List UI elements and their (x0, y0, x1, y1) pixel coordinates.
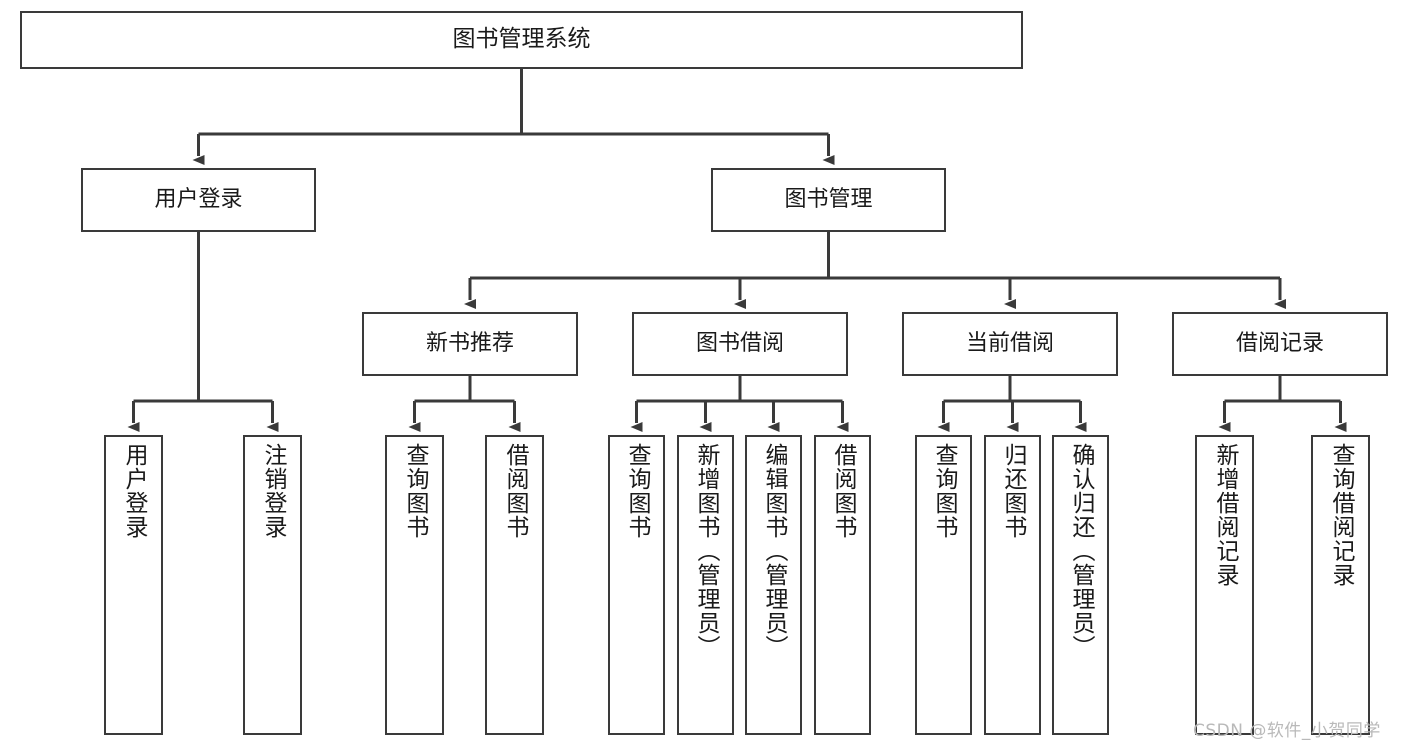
node-new-book-recommend[interactable]: 新书推荐 (362, 312, 578, 376)
node-book-borrow[interactable]: 图书借阅 (632, 312, 848, 376)
node-leaf-query-book-1[interactable]: 查询图书 (385, 435, 444, 735)
node-new-book-recommend-label: 新书推荐 (425, 331, 514, 357)
watermark: CSDN @软件_小贺同学 (1193, 721, 1381, 741)
node-leaf-add-book[interactable]: 新增图书（管理员） (677, 435, 734, 735)
node-book-management[interactable]: 图书管理 (711, 168, 946, 232)
node-leaf-edit-book[interactable]: 编辑图书（管理员） (745, 435, 802, 735)
node-leaf-add-record[interactable]: 新增借阅记录 (1195, 435, 1254, 735)
node-root[interactable]: 图书管理系统 (20, 11, 1023, 69)
node-user-login-label: 用户登录 (154, 187, 243, 213)
node-leaf-return-book[interactable]: 归还图书 (984, 435, 1041, 735)
node-leaf-borrow-book-1-label: 借阅图书 (502, 443, 528, 539)
node-leaf-borrow-book-1[interactable]: 借阅图书 (485, 435, 544, 735)
node-current-borrow-label: 当前借阅 (965, 331, 1054, 357)
node-leaf-user-login[interactable]: 用户登录 (104, 435, 163, 735)
node-leaf-query-book-3[interactable]: 查询图书 (915, 435, 972, 735)
node-leaf-logout[interactable]: 注销登录 (243, 435, 302, 735)
node-book-management-label: 图书管理 (784, 187, 873, 213)
node-leaf-add-book-label: 新增图书（管理员） (693, 443, 719, 659)
node-leaf-query-record-label: 查询借阅记录 (1328, 443, 1354, 587)
node-leaf-edit-book-label: 编辑图书（管理员） (761, 443, 787, 659)
node-book-borrow-label: 图书借阅 (695, 331, 784, 357)
node-leaf-logout-label: 注销登录 (260, 443, 286, 539)
node-leaf-query-book-2-label: 查询图书 (624, 443, 650, 539)
node-borrow-record[interactable]: 借阅记录 (1172, 312, 1388, 376)
node-leaf-borrow-book-2-label: 借阅图书 (830, 443, 856, 539)
node-leaf-query-book-3-label: 查询图书 (931, 443, 957, 539)
node-leaf-confirm-return-label: 确认归还（管理员） (1068, 443, 1094, 659)
node-current-borrow[interactable]: 当前借阅 (902, 312, 1118, 376)
node-leaf-query-book-2[interactable]: 查询图书 (608, 435, 665, 735)
node-leaf-borrow-book-2[interactable]: 借阅图书 (814, 435, 871, 735)
node-leaf-add-record-label: 新增借阅记录 (1212, 443, 1238, 587)
node-root-label: 图书管理系统 (452, 26, 591, 53)
node-leaf-query-book-1-label: 查询图书 (402, 443, 428, 539)
node-borrow-record-label: 借阅记录 (1235, 331, 1324, 357)
node-leaf-user-login-label: 用户登录 (121, 443, 147, 539)
node-leaf-return-book-label: 归还图书 (1000, 443, 1026, 539)
node-leaf-query-record[interactable]: 查询借阅记录 (1311, 435, 1370, 735)
node-user-login[interactable]: 用户登录 (81, 168, 316, 232)
node-leaf-confirm-return[interactable]: 确认归还（管理员） (1052, 435, 1109, 735)
